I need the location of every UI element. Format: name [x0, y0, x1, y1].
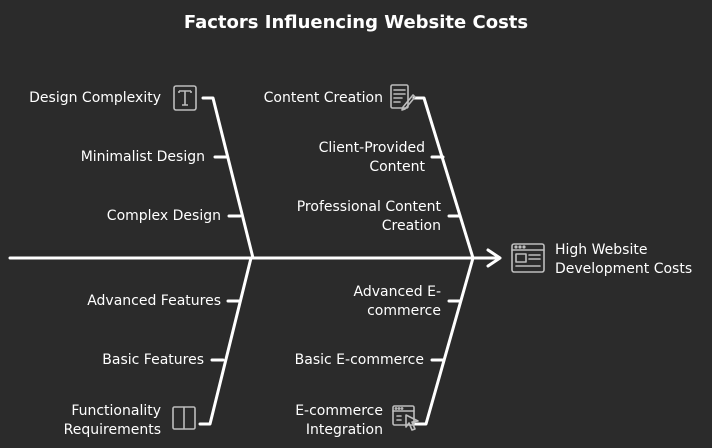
diagram-title: Factors Influencing Website Costs: [183, 12, 529, 33]
text-format-icon: [173, 85, 197, 111]
cause-advanced-ecommerce: Advanced E- commerce: [353, 284, 442, 319]
category-functionality-requirements: Functionality Requirements: [63, 403, 161, 438]
bone-ecommerce-integration: [412, 256, 475, 426]
bone-design-complexity: [201, 96, 255, 260]
layout-panels-icon: [172, 406, 196, 430]
cause-basic-ecommerce: Basic E-commerce: [294, 352, 424, 368]
category-ecommerce-integration: E-commerce Integration: [295, 403, 383, 438]
category-content-creation: Content Creation: [263, 90, 383, 106]
spine-arrowhead: [486, 248, 502, 268]
effect-label: High Website Development Costs: [555, 242, 693, 277]
bone-functionality-requirements: [198, 256, 253, 426]
document-pencil-icon: [390, 84, 416, 111]
browser-cursor-icon: [392, 405, 419, 431]
cause-basic-features: Basic Features: [102, 352, 204, 368]
web-browser-icon: [511, 243, 545, 273]
cause-minimalist-design: Minimalist Design: [80, 149, 205, 165]
cause-advanced-features: Advanced Features: [87, 293, 221, 309]
cause-professional-content-creation: Professional Content Creation: [296, 199, 441, 234]
category-design-complexity: Design Complexity: [29, 90, 161, 106]
cause-complex-design: Complex Design: [106, 208, 221, 224]
bone-content-creation: [412, 96, 475, 260]
cause-client-provided-content: Client-Provided Content: [318, 140, 425, 175]
